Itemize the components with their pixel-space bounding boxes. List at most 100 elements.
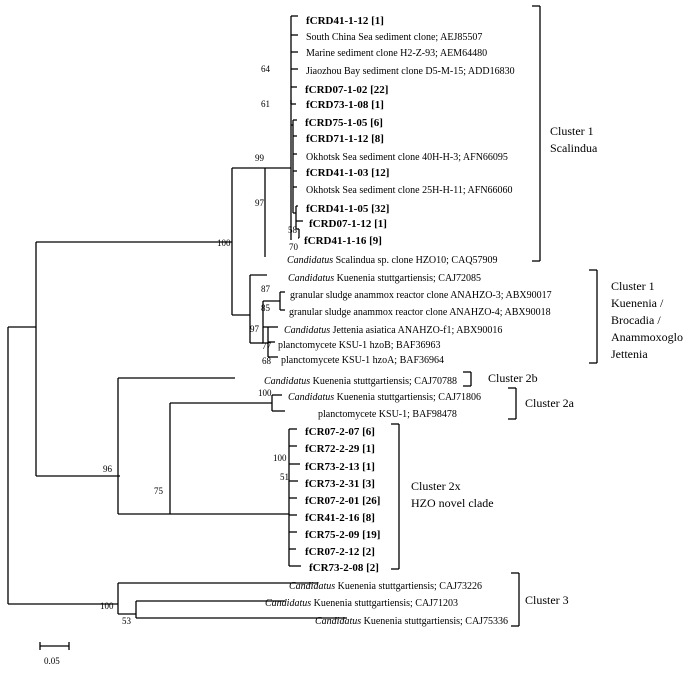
leaf-name: fCRD75-1-05 [6] (305, 117, 383, 129)
cluster-label-c4: Cluster 2a (525, 396, 575, 410)
genus-italic: Candidatus (264, 376, 313, 387)
leaf-name: granular sludge anammox reactor clone AN… (289, 307, 551, 318)
leaf-name: Kuenenia stuttgartiensis; CAJ72085 (337, 273, 481, 284)
leaf-name: South China Sea sediment clone; AEJ85507 (306, 32, 482, 43)
bootstrap-value: 100 (217, 238, 231, 248)
leaf-label-l22: Candidatus Kuenenia stuttgartiensis; CAJ… (264, 376, 457, 387)
bootstrap-value: 97 (255, 198, 265, 208)
leaf-label-l11: Okhotsk Sea sediment clone 25H-H-11; AFN… (306, 185, 513, 196)
leaf-label-l1: fCRD41-1-12 [1] (306, 15, 384, 27)
bootstrap-value: 100 (273, 453, 287, 463)
leaf-label-l10: fCRD41-1-03 [12] (306, 167, 389, 179)
leaf-name: planctomycete KSU-1 hzoA; BAF36964 (281, 355, 444, 366)
leaf-name: Okhotsk Sea sediment clone 40H-H-3; AFN6… (306, 152, 508, 163)
cluster-label-c1: Cluster 1 (550, 124, 594, 138)
leaf-name: fCR07-2-12 [2] (305, 546, 375, 558)
leaf-name: fCRD41-1-16 [9] (304, 235, 382, 247)
leaf-label-l19: Candidatus Jettenia asiatica ANAHZO-f1; … (284, 325, 502, 336)
leaf-name: granular sludge anammox reactor clone AN… (290, 290, 552, 301)
leaf-name: fCRD07-1-02 [22] (305, 84, 388, 96)
cluster-label-c2: Kuenenia / (611, 296, 664, 310)
cluster-label-c5: Cluster 2x (411, 479, 461, 493)
cluster-label-c2: Jettenia (611, 347, 648, 361)
bootstrap-value: 77 (262, 341, 272, 351)
bootstrap-value: 70 (289, 242, 299, 252)
leaf-name: fCR73-2-08 [2] (309, 562, 379, 574)
leaf-label-l23: Candidatus Kuenenia stuttgartiensis; CAJ… (288, 392, 481, 403)
leaf-name: planctomycete KSU-1; BAF98478 (318, 409, 457, 420)
leaf-name: Jiaozhou Bay sediment clone D5-M-15; ADD… (306, 66, 515, 77)
leaf-name: Okhotsk Sea sediment clone 25H-H-11; AFN… (306, 185, 513, 196)
leaf-label-l5: fCRD07-1-02 [22] (305, 84, 388, 96)
bootstrap-value: 85 (261, 303, 271, 313)
leaf-name: planctomycete KSU-1 hzoB; BAF36963 (278, 340, 440, 351)
leaf-label-l28: fCR73-2-31 [3] (305, 478, 375, 490)
leaf-label-l20: planctomycete KSU-1 hzoB; BAF36963 (278, 340, 440, 351)
leaf-label-l4: Jiaozhou Bay sediment clone D5-M-15; ADD… (306, 66, 515, 77)
leaf-label-l36: Candidatus Kuenenia stuttgartiensis; CAJ… (315, 616, 508, 627)
bootstrap-value: 75 (154, 486, 164, 496)
genus-italic: Candidatus (315, 616, 364, 627)
bootstrap-value: 61 (261, 99, 270, 109)
leaf-name: Kuenenia stuttgartiensis; CAJ71806 (337, 392, 481, 403)
cluster-label-c2: Anammoxoglobus / (611, 330, 683, 344)
bootstrap-value: 87 (261, 284, 271, 294)
leaf-name: fCR07-2-01 [26] (305, 495, 380, 507)
leaf-name: Kuenenia stuttgartiensis; CAJ70788 (313, 376, 457, 387)
leaf-name: fCR75-2-09 [19] (305, 529, 380, 541)
bootstrap-value: 100 (258, 388, 272, 398)
leaf-name: fCRD41-1-05 [32] (306, 203, 389, 215)
leaf-label-l30: fCR41-2-16 [8] (305, 512, 375, 524)
bootstrap-value: 99 (255, 153, 265, 163)
cluster-label-c3: Cluster 2b (488, 371, 538, 385)
leaf-label-l21: planctomycete KSU-1 hzoA; BAF36964 (281, 355, 444, 366)
leaf-label-l2: South China Sea sediment clone; AEJ85507 (306, 32, 482, 43)
bootstrap-value: 51 (280, 472, 289, 482)
leaf-label-l27: fCR73-2-13 [1] (305, 461, 375, 473)
bootstrap-value: 96 (103, 464, 113, 474)
leaf-label-l35: Candidatus Kuenenia stuttgartiensis; CAJ… (265, 598, 458, 609)
genus-italic: Candidatus (287, 255, 336, 266)
leaf-name: Kuenenia stuttgartiensis; CAJ75336 (364, 616, 508, 627)
genus-italic: Candidatus (289, 581, 338, 592)
leaf-name: fCR72-2-29 [1] (305, 443, 375, 455)
bootstrap-value: 97 (250, 324, 260, 334)
leaf-label-l6: fCRD73-1-08 [1] (306, 99, 384, 111)
leaf-name: fCR73-2-13 [1] (305, 461, 375, 473)
leaf-label-l7: fCRD75-1-05 [6] (305, 117, 383, 129)
leaf-name: fCR41-2-16 [8] (305, 512, 375, 524)
leaf-name: Kuenenia stuttgartiensis; CAJ73226 (338, 581, 482, 592)
leaf-label-l29: fCR07-2-01 [26] (305, 495, 380, 507)
leaf-name: Marine sediment clone H2-Z-93; AEM64480 (306, 48, 487, 59)
genus-italic: Candidatus (288, 392, 337, 403)
bootstrap-value: 100 (100, 601, 114, 611)
cluster-label-c1: Scalindua (550, 141, 598, 155)
leaf-label-l31: fCR75-2-09 [19] (305, 529, 380, 541)
leaf-name: fCRD41-1-03 [12] (306, 167, 389, 179)
bootstrap-value: 53 (122, 616, 132, 626)
leaf-name: Kuenenia stuttgartiensis; CAJ71203 (314, 598, 458, 609)
leaf-label-l25: fCR07-2-07 [6] (305, 426, 375, 438)
leaf-label-l34: Candidatus Kuenenia stuttgartiensis; CAJ… (289, 581, 482, 592)
leaf-label-l8: fCRD71-1-12 [8] (306, 133, 384, 145)
leaf-name: Jettenia asiatica ANAHZO-f1; ABX90016 (333, 325, 503, 336)
leaf-label-l3: Marine sediment clone H2-Z-93; AEM64480 (306, 48, 487, 59)
bootstrap-value: 68 (262, 356, 272, 366)
leaf-name: fCRD07-1-12 [1] (309, 218, 387, 230)
leaf-label-l12: fCRD41-1-05 [32] (306, 203, 389, 215)
cluster-label-c2: Brocadia / (611, 313, 661, 327)
leaf-label-l33: fCR73-2-08 [2] (309, 562, 379, 574)
leaf-label-l32: fCR07-2-12 [2] (305, 546, 375, 558)
leaf-label-l17: granular sludge anammox reactor clone AN… (290, 290, 552, 301)
bootstrap-value: 64 (261, 64, 271, 74)
genus-italic: Candidatus (265, 598, 314, 609)
leaf-name: fCRD71-1-12 [8] (306, 133, 384, 145)
leaf-label-l18: granular sludge anammox reactor clone AN… (289, 307, 551, 318)
cluster-label-c6: Cluster 3 (525, 593, 569, 607)
cluster-label-c2: Cluster 1 (611, 279, 655, 293)
leaf-label-l16: Candidatus Kuenenia stuttgartiensis; CAJ… (288, 273, 481, 284)
genus-italic: Candidatus (284, 325, 333, 336)
leaf-label-l14: fCRD41-1-16 [9] (304, 235, 382, 247)
leaf-name: fCRD73-1-08 [1] (306, 99, 384, 111)
